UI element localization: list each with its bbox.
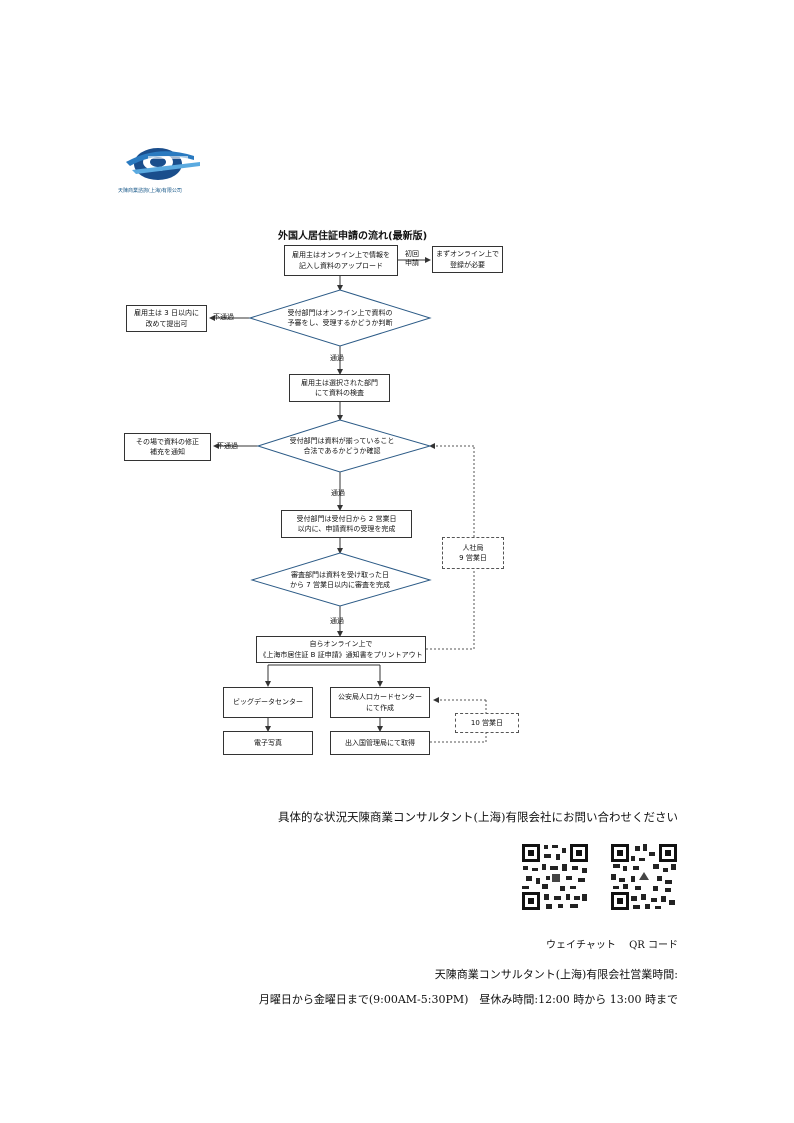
step-text: 受付部門は受付日から 2 営業日 [296,514,397,523]
pass-label: 通過 [330,354,344,362]
step-text: 出入国管理局にて取得 [345,738,415,747]
step-text: 改めて提出可 [145,319,188,328]
step-text: 9 営業日 [459,554,487,562]
label-line: 初回 [405,250,419,258]
step-text: 補充を通知 [150,448,185,456]
decision-text: 合法であるかどうか確認 [303,447,381,455]
step-print-notice: 自らオンライン上で《上海市居住証 B 証申請》通知書をプリントアウト [256,636,426,663]
step-text: 公安局人口カードセンター [338,693,422,702]
ten-days-box: 10 営業日 [455,713,519,733]
step-electronic-photo: 電子写真 [223,731,313,755]
step-text: 電子写真 [254,738,282,747]
business-hours: 月曜日から金曜日まで(9:00AM-5:30PM) 昼休み時間:12:00 時か… [258,993,678,1006]
qr-code-image-2 [609,842,679,912]
step-acceptance-complete: 受付部門は受付日から 2 営業日以内に、申請資料の受理を完成 [281,510,412,538]
step-text: まずオンライン上で [436,250,499,259]
fail-label: 不通過 [213,313,234,321]
step-text: 人社局 [462,543,484,552]
decision-text: 受付部門は資料が揃っていること [289,436,395,445]
step-text: ビッグデータセンター [233,698,303,707]
step-text: 《上海市居住証 B 証申請》通知書をプリントアウト [259,650,423,659]
decision-legality-check: 受付部門は資料が揃っていること合法であるかどうか確認 [276,433,408,459]
step-document-inspection: 雇用主は選択された部門にて資料の検査 [289,374,390,402]
step-text: 記入し資料のアップロード [299,261,383,270]
decision-text: 審査部門は資料を受け取った日 [291,570,389,579]
step-text: 雇用主は選択された部門 [301,378,378,387]
decision-review-complete: 審査部門は資料を受け取った日から 7 営業日以内に審査を完成 [270,567,410,593]
label-line: 申請 [405,259,419,268]
step-text: 10 営業日 [470,718,504,727]
qr-code-image-1 [520,842,590,912]
decision-text: 予審をし、受理するかどうか判断 [287,319,393,327]
first-time-label: 初回 申請 [405,250,419,268]
decision-preliminary-review: 受付部門はオンライン上で資料の予審をし、受理するかどうか判断 [268,304,412,332]
step-correction-notice: その場で資料の修正補充を通知 [124,433,211,461]
step-text: その場で資料の修正 [136,437,199,446]
step-resubmit: 雇用主は 3 日以内に改めて提出可 [126,305,207,332]
logo-caption: 天陳商業諮詢(上海)有限公司 [118,188,182,194]
step-text: 雇用主は 3 日以内に [134,309,199,318]
step-register-online: まずオンライン上で登録が必要 [432,246,503,273]
decision-text: 受付部門はオンライン上で資料の [287,308,393,317]
inquiry-text: 具体的な状況天陳商業コンサルタント(上海)有限会社にお問い合わせください [278,810,678,824]
fail-label: 不通過 [217,442,238,450]
business-hours-title: 天陳商業コンサルタント(上海)有限会社営業時間: [434,968,678,981]
pass-label: 通過 [330,617,344,625]
step-bigdata-center: ビッグデータセンター [223,687,313,718]
step-text: 雇用主はオンライン上で情報を [292,251,390,260]
step-text: にて作成 [366,703,394,712]
step-text: 自らオンライン上で [309,640,373,649]
step-upload-documents: 雇用主はオンライン上で情報を記入し資料のアップロード [284,245,398,276]
step-text: にて資料の検査 [315,389,364,397]
pass-label: 通過 [331,489,345,497]
company-logo [118,140,228,198]
step-immigration-pickup: 出入国管理局にて取得 [330,731,430,755]
qr-caption: ウェイチャット QR コード [546,940,678,951]
step-text: 以内に、申請資料の受理を完成 [297,525,396,533]
step-police-card-center: 公安局人口カードセンターにて作成 [330,687,430,718]
hr-bureau-box: 人社局 9 営業日 [442,537,504,569]
flowchart-title: 外国人居住証申請の流れ(最新版) [278,231,428,242]
step-text: 登録が必要 [450,260,485,269]
decision-text: から 7 営業日以内に審査を完成 [290,581,390,589]
